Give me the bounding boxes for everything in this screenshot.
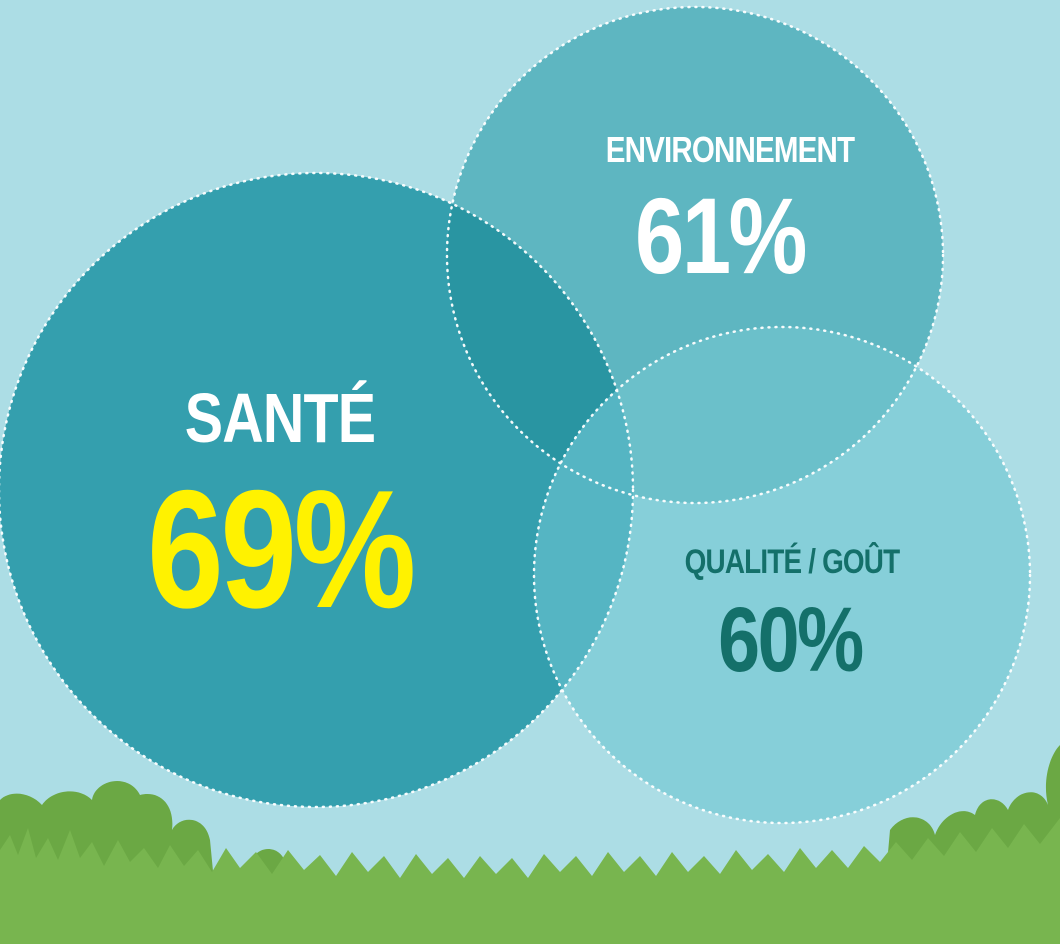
sante-environnement-overlap xyxy=(447,173,633,503)
sante-title: SANTÉ xyxy=(184,379,376,457)
sante-value: 69% xyxy=(147,455,416,643)
environnement-dotted-outline xyxy=(445,5,945,505)
qualite-title: QUALITÉ / GOÛT xyxy=(684,543,900,581)
environnement-title: ENVIRONNEMENT xyxy=(605,129,855,170)
sante-dotted-outline xyxy=(0,171,635,809)
grass xyxy=(0,818,1060,944)
environnement-value: 61% xyxy=(635,175,807,296)
qualite-dotted-outline xyxy=(532,325,1032,825)
qualite-value: 60% xyxy=(718,589,864,691)
